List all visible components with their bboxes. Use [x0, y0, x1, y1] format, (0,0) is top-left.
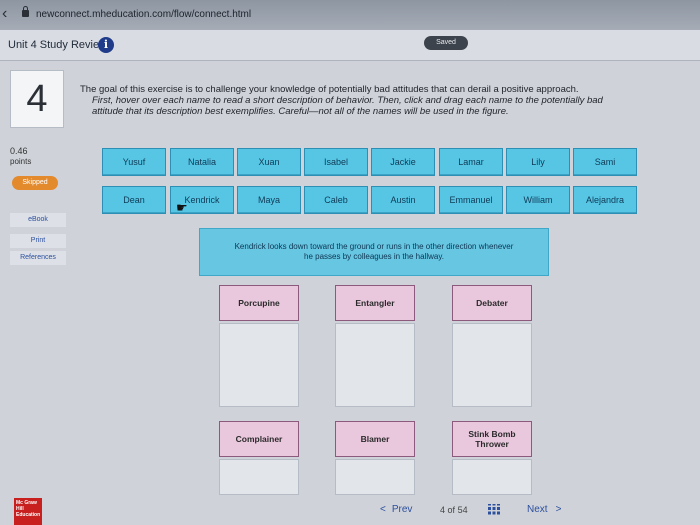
attitude-blamer: Blamer — [335, 421, 415, 457]
drop-zone-porcupine[interactable] — [219, 323, 299, 407]
name-maya[interactable]: Maya — [237, 186, 301, 214]
name-dean[interactable]: Dean — [102, 186, 166, 214]
tooltip-line-1: Kendrick looks down toward the ground or… — [234, 242, 514, 251]
references-link[interactable]: References — [10, 251, 66, 265]
name-kendrick[interactable]: Kendrick — [170, 186, 234, 214]
name-william[interactable]: William — [506, 186, 570, 214]
page-total: 54 — [457, 505, 468, 515]
cursor-hand-icon: ☛ — [176, 200, 188, 215]
grid-icon[interactable] — [488, 504, 500, 516]
name-lamar[interactable]: Lamar — [439, 148, 503, 176]
status-badge: Skipped — [12, 176, 58, 190]
drop-zone-complainer[interactable] — [219, 459, 299, 495]
instructions-line-3: attitude that its description best exemp… — [92, 106, 509, 117]
name-austin[interactable]: Austin — [371, 186, 435, 214]
name-lily[interactable]: Lily — [506, 148, 570, 176]
next-label: Next — [527, 504, 548, 515]
name-emmanuel[interactable]: Emmanuel — [439, 186, 503, 214]
description-tooltip: Kendrick looks down toward the ground or… — [199, 228, 549, 276]
drop-zone-debater[interactable] — [452, 323, 532, 407]
instructions-line-1: The goal of this exercise is to challeng… — [80, 84, 579, 95]
page-sep: of — [447, 505, 456, 515]
prev-button[interactable]: < Prev — [380, 504, 412, 515]
lock-icon — [22, 6, 29, 17]
drop-zone-entangler[interactable] — [335, 323, 415, 407]
info-icon[interactable]: i — [98, 37, 114, 53]
app-header: Unit 4 Study Review i Saved — [0, 30, 700, 61]
drop-zone-stink-bomb-thrower[interactable] — [452, 459, 532, 495]
attitude-complainer: Complainer — [219, 421, 299, 457]
attitude-entangler: Entangler — [335, 285, 415, 321]
name-caleb[interactable]: Caleb — [304, 186, 368, 214]
drop-zone-blamer[interactable] — [335, 459, 415, 495]
instructions: The goal of this exercise is to challeng… — [80, 84, 640, 117]
page-indicator: 4 of 54 — [440, 505, 468, 515]
chevron-right-icon: > — [555, 504, 562, 515]
name-jackie[interactable]: Jackie — [371, 148, 435, 176]
tooltip-line-2: he passes by colleagues in the hallway. — [304, 252, 444, 261]
points-label: points — [10, 157, 32, 166]
page-title: Unit 4 Study Review — [8, 39, 108, 51]
prev-label: Prev — [391, 504, 413, 515]
question-number: 4 — [10, 70, 64, 128]
attitude-porcupine: Porcupine — [219, 285, 299, 321]
attitude-debater: Debater — [452, 285, 532, 321]
attitude-stink-bomb-thrower: Stink Bomb Thrower — [452, 421, 532, 457]
saved-badge: Saved — [424, 36, 468, 50]
name-xuan[interactable]: Xuan — [237, 148, 301, 176]
page-current: 4 — [440, 505, 446, 515]
points-value: 0.46 — [10, 146, 28, 156]
name-natalia[interactable]: Natalia — [170, 148, 234, 176]
next-button[interactable]: Next > — [527, 504, 561, 515]
instructions-line-2: First, hover over each name to read a sh… — [92, 95, 603, 106]
ebook-link[interactable]: eBook — [10, 213, 66, 227]
browser-address-bar: ‹ newconnect.mheducation.com/flow/connec… — [0, 0, 700, 30]
name-yusuf[interactable]: Yusuf — [102, 148, 166, 176]
name-isabel[interactable]: Isabel — [304, 148, 368, 176]
back-icon[interactable]: ‹ — [2, 5, 8, 22]
url-text[interactable]: newconnect.mheducation.com/flow/connect.… — [36, 9, 252, 20]
chevron-left-icon: < — [380, 504, 386, 515]
mcgraw-hill-logo: Mc Graw Hill Education — [14, 498, 42, 525]
name-sami[interactable]: Sami — [573, 148, 637, 176]
print-link[interactable]: Print — [10, 234, 66, 248]
name-alejandra[interactable]: Alejandra — [573, 186, 637, 214]
